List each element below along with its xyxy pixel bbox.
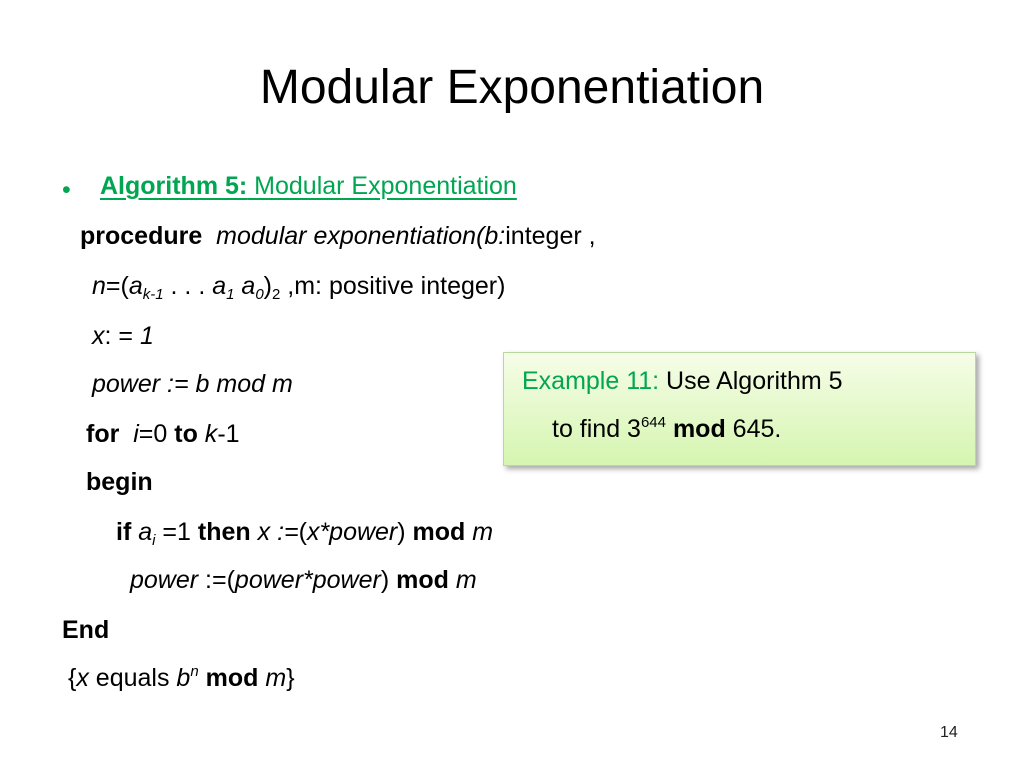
exponent: 644 (640, 414, 666, 431)
text: x := (250, 518, 299, 546)
page-number: 14 (940, 724, 958, 741)
kw-to: to (174, 420, 198, 448)
var-m: m (265, 664, 287, 692)
example-callout: Example 11: Use Algorithm 5 to find 3644… (503, 352, 976, 466)
text: power*power (234, 566, 381, 594)
text: =1 (155, 518, 198, 546)
text: Use Algorithm 5 (659, 367, 843, 395)
text: :=( (198, 566, 235, 594)
kw-if: if (116, 518, 132, 546)
var-a: a (212, 272, 227, 300)
kw-for: for (86, 420, 120, 448)
var-a: a (241, 272, 256, 300)
text: -1 (217, 420, 240, 448)
kw-procedure: procedure (80, 222, 203, 250)
var-m: m (448, 566, 477, 594)
text: x*power (306, 518, 398, 546)
text: { (68, 664, 77, 692)
kw-end: End (62, 616, 110, 644)
text: : = (104, 322, 140, 350)
space (199, 664, 206, 692)
text: power (130, 566, 199, 594)
text: integer , (505, 222, 596, 250)
algo-line-power-update: power :=(power*power) mod m (130, 568, 477, 593)
text: . . . (163, 272, 213, 300)
var-n: n (92, 272, 106, 300)
text: =0 (138, 420, 175, 448)
text: } (286, 664, 295, 692)
algo-line-x: x: = 1 (92, 324, 154, 349)
algorithm-label: Algorithm 5: (100, 172, 248, 200)
algorithm-name: Modular Exponentiation (247, 172, 517, 200)
example-line-2: to find 3644 mod 645. (552, 414, 782, 443)
kw-mod: mod (672, 415, 726, 443)
subscript: i (152, 532, 156, 549)
text: 645. (725, 415, 782, 443)
var-a: a (128, 272, 143, 300)
text: ,m: positive integer) (280, 272, 506, 300)
kw-mod: mod (396, 566, 449, 594)
text: ) (397, 518, 413, 546)
slide-title: Modular Exponentiation (259, 61, 765, 114)
kw-begin: begin (86, 468, 153, 496)
superscript: n (190, 663, 199, 680)
algo-line-end: End (62, 618, 109, 643)
text: ) (263, 272, 272, 300)
bullet-icon: • (62, 176, 71, 204)
algo-line-result: {x equals bn mod m} (68, 663, 295, 692)
subscript: 1 (226, 286, 235, 303)
fn-name: modular exponentiation(b: (216, 222, 506, 250)
var-k: k (197, 420, 218, 448)
kw-mod: mod (205, 664, 259, 692)
algo-line-n: n=(ak-1 . . . a1 a0)2 ,m: positive integ… (92, 272, 506, 303)
example-label: Example 11: (522, 367, 660, 395)
kw-then: then (197, 518, 251, 546)
text: to find 3 (552, 415, 641, 443)
algo-line-procedure: procedure modular exponentiation(b:integ… (80, 224, 596, 249)
algo-line-begin: begin (86, 470, 153, 495)
var-i: i (133, 420, 139, 448)
subscript: 2 (272, 286, 281, 303)
value: 1 (139, 322, 154, 350)
var-x: x (92, 322, 105, 350)
kw-mod: mod (412, 518, 466, 546)
algo-line-for: for i=0 to k-1 (86, 422, 240, 447)
text: ( (298, 518, 307, 546)
example-line-1: Example 11: Use Algorithm 5 (522, 369, 843, 394)
var-b: b (176, 664, 191, 692)
var-a: a (138, 518, 153, 546)
text: equals (88, 664, 177, 692)
var-x: x (76, 664, 89, 692)
text: ) (380, 566, 397, 594)
subscript: 0 (255, 286, 264, 303)
algo-line-power: power := b mod m (92, 372, 293, 397)
subscript: k-1 (142, 286, 164, 303)
text: power := b mod m (92, 370, 293, 398)
algorithm-heading: Algorithm 5: Modular Exponentiation (100, 174, 517, 199)
var-m: m (465, 518, 494, 546)
text: =( (105, 272, 129, 300)
algo-line-if: if ai =1 then x :=(x*power) mod m (116, 518, 494, 549)
